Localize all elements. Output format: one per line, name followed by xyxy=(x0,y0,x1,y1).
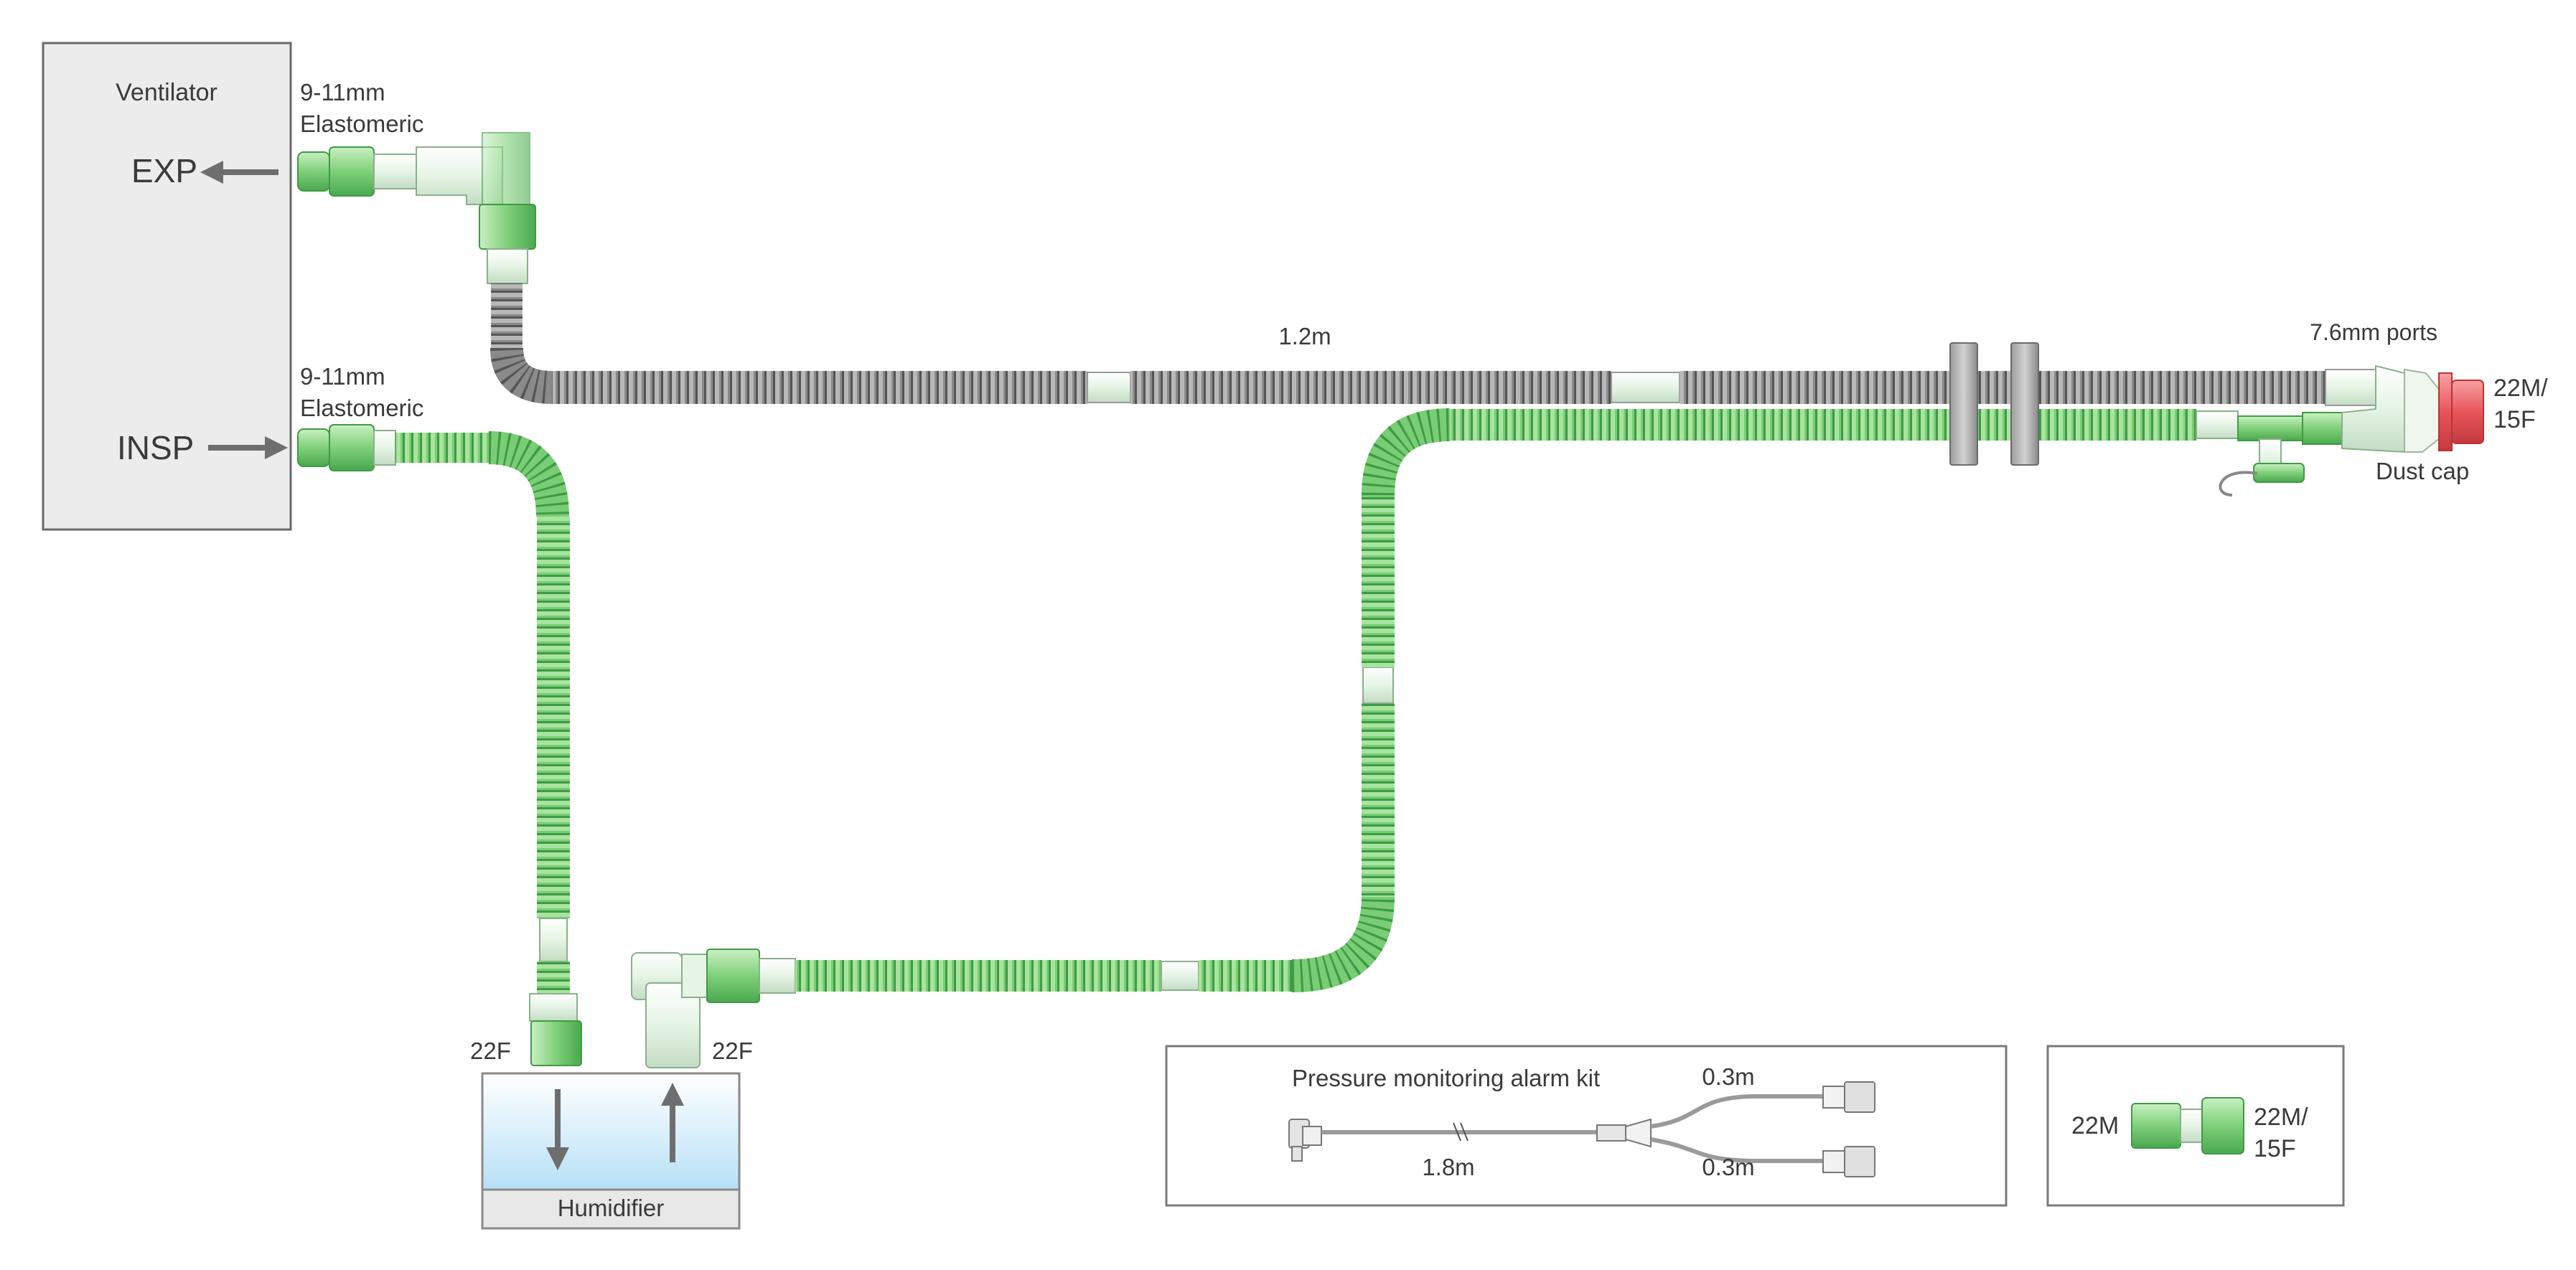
monitoring-port-tether xyxy=(2219,471,2258,497)
exp-connector-sleeve xyxy=(373,154,418,189)
alarm-kit-break-mark-1 xyxy=(1453,1122,1461,1142)
exp-cuff-stem xyxy=(487,248,528,284)
exp-tube-joint-1 xyxy=(1087,372,1131,403)
humidifier-in-label: 22F xyxy=(712,1038,753,1064)
inspiratory-limb xyxy=(297,408,2239,1068)
ports-label: 7.6mm ports xyxy=(2310,319,2437,345)
insp-tube-end-stem xyxy=(2196,410,2239,439)
exp-elbow-port xyxy=(482,132,530,205)
insp-tube-bottom-1 xyxy=(795,960,1161,992)
exp-tube-joint-2 xyxy=(1611,372,1680,403)
alarm-kit-bottom-connector xyxy=(1822,1150,1845,1173)
humidifier-elbow-cuff xyxy=(706,949,760,1003)
dust-cap xyxy=(2451,380,2484,444)
insp-tube-bottom-2 xyxy=(1199,960,1292,992)
insp-tube-upper-bend xyxy=(1362,408,1451,496)
exp-tube-section-1 xyxy=(553,371,1087,404)
humidifier-outlet-cuff xyxy=(530,1020,582,1066)
monitoring-port-cap xyxy=(2253,463,2305,483)
tube-clip-1 xyxy=(1949,342,1978,466)
tube-clip-2 xyxy=(2010,342,2039,466)
insp-tube-bottom-joint xyxy=(1161,961,1199,991)
exp-tube-section-3 xyxy=(1680,371,2326,404)
insp-label: INSP xyxy=(117,429,194,466)
humidifier-return-elbow xyxy=(645,982,701,1068)
alarm-kit-break-mark-2 xyxy=(1460,1122,1469,1142)
alarm-kit-branch-top-length: 0.3m xyxy=(1702,1063,1754,1090)
adapter-right-label-line1: 22M/ xyxy=(2254,1104,2308,1131)
exp-tube-length-label: 1.2m xyxy=(1278,323,1331,349)
insp-tube-top-bend-ribs xyxy=(488,431,569,517)
alarm-kit-luer-body xyxy=(1302,1126,1322,1146)
humidifier-elbow-stem xyxy=(759,958,796,994)
alarm-kit-y-junction xyxy=(1596,1124,1626,1142)
exp-limb-end-connector xyxy=(2325,369,2376,406)
insp-elastomeric-connector xyxy=(297,428,330,467)
exp-port-label-line1: 9-11mm xyxy=(300,79,385,105)
exp-elastomeric-connector xyxy=(297,151,330,192)
insp-tube-top-horizontal xyxy=(395,433,489,463)
alarm-kit-title: Pressure monitoring alarm kit xyxy=(1292,1065,1600,1091)
patient-connector-label-line2: 15F xyxy=(2493,406,2536,433)
adapter-22m-end xyxy=(2131,1103,2181,1149)
insp-connector-body xyxy=(329,424,375,471)
humidifier-base xyxy=(481,1188,741,1230)
alarm-kit-y-splitter xyxy=(1625,1118,1652,1148)
dust-cap-label: Dust cap xyxy=(2376,458,2469,484)
patient-y-piece xyxy=(2219,364,2484,497)
insp-tube-rise-1 xyxy=(1362,703,1395,897)
exp-tube-vertical xyxy=(491,283,523,348)
alarm-kit-main-length: 1.8m xyxy=(1422,1154,1474,1180)
insp-tube-vertical xyxy=(537,517,570,918)
adapter-right-label-line2: 15F xyxy=(2254,1135,2296,1162)
alarm-kit-bottom-cap xyxy=(1844,1146,1875,1177)
ventilator: Ventilator EXP INSP xyxy=(42,42,292,531)
patient-connector-label-line1: 22M/ xyxy=(2493,375,2548,402)
insp-port-label-line2: Elastomeric xyxy=(300,395,423,421)
adapter-22m-15f-end xyxy=(2201,1097,2244,1154)
insp-tube-rise-joint xyxy=(1362,667,1394,704)
humidifier: Humidifier xyxy=(481,1072,741,1230)
humidifier-label: Humidifier xyxy=(558,1195,665,1221)
insp-connector-sleeve xyxy=(373,430,396,466)
insp-tube-rise-2 xyxy=(1362,495,1395,667)
exp-connector-body xyxy=(329,146,375,197)
exp-label: EXP xyxy=(131,152,197,189)
y-piece-swivel xyxy=(2404,368,2441,453)
exp-swivel-cuff xyxy=(479,204,536,250)
exp-tube-section-2 xyxy=(1130,371,1611,404)
humidifier-elbow-sleeve xyxy=(681,954,708,998)
exp-port-label-line2: Elastomeric xyxy=(300,110,423,137)
insp-y-piece-body xyxy=(2302,412,2343,445)
adapter-left-label: 22M xyxy=(2071,1112,2119,1139)
insp-port-label-line1: 9-11mm xyxy=(300,363,385,390)
insp-tube-vertical-lower xyxy=(537,961,570,994)
humidifier-out-label: 22F xyxy=(470,1038,511,1064)
dust-cap-rim xyxy=(2438,372,2453,451)
ventilator-title: Ventilator xyxy=(116,79,217,106)
alarm-kit-luer-tip xyxy=(1291,1146,1303,1162)
insp-tube-joint xyxy=(539,918,568,962)
insp-tube-lower-bend-ribs xyxy=(1291,896,1395,992)
alarm-kit-panel: Pressure monitoring alarm kit 1.8m 0.3m … xyxy=(1165,1045,2008,1207)
alarm-kit-branch-bottom xyxy=(1650,1137,1823,1163)
alarm-kit-top-connector xyxy=(1822,1086,1845,1109)
adapter-panel: 22M 22M/ 15F xyxy=(2046,1045,2345,1207)
alarm-kit-branch-top xyxy=(1650,1094,1823,1129)
insp-humidifier-stem xyxy=(529,993,578,1022)
insp-limb-end-connector xyxy=(2237,415,2303,441)
insp-tube-top-run xyxy=(1450,409,2196,441)
alarm-kit-branch-bottom-length: 0.3m xyxy=(1702,1154,1754,1180)
expiratory-limb xyxy=(297,132,2326,404)
alarm-kit-top-cap xyxy=(1844,1081,1875,1113)
exp-tube-bend xyxy=(490,347,553,404)
adapter-mid xyxy=(2180,1109,2203,1143)
